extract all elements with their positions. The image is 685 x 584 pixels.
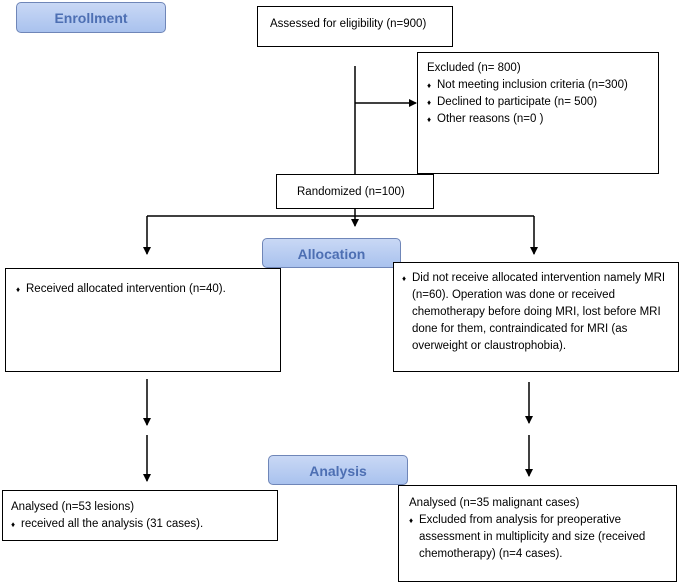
stage-analysis: Analysis [268,455,408,485]
analysed-left-item: received all the analysis (31 cases). [21,518,204,530]
analysed-left-box: Analysed (n=53 lesions) ♦ received all t… [2,490,278,541]
randomized-box: Randomized (n=100) [276,174,434,209]
bullet-icon: ♦ [11,520,16,529]
not-received-intervention-text: Did not receive allocated intervention n… [412,272,666,352]
assessed-box: Assessed for eligibility (n=900) [257,6,453,47]
excluded-item: ♦ Other reasons (n=0 ) [427,111,658,128]
analysed-right-item: Excluded from analysis for preoperative … [419,514,646,560]
bullet-icon: ♦ [427,115,432,124]
excluded-title: Excluded (n= 800) [427,62,521,74]
stage-enrollment: Enrollment [16,2,166,33]
randomized-text: Randomized (n=100) [297,186,405,198]
bullet-icon: ♦ [427,98,432,107]
bullet-icon: ♦ [402,274,407,283]
assessed-text: Assessed for eligibility (n=900) [270,18,427,30]
excluded-item: ♦ Declined to participate (n= 500) [427,94,658,111]
analysed-left-title: Analysed (n=53 lesions) [11,501,135,513]
excluded-box: Excluded (n= 800) ♦ Not meeting inclusio… [417,52,659,174]
excluded-item: ♦ Not meeting inclusion criteria (n=300) [427,77,658,94]
analysed-right-box: Analysed (n=35 malignant cases) ♦ Exclud… [398,485,677,582]
received-intervention-text: Received allocated intervention (n=40). [26,283,226,295]
bullet-icon: ♦ [409,516,414,525]
received-intervention-box: ♦ Received allocated intervention (n=40)… [5,268,281,372]
stage-allocation: Allocation [262,238,401,268]
bullet-icon: ♦ [427,81,432,90]
bullet-icon: ♦ [16,285,21,294]
analysed-right-title: Analysed (n=35 malignant cases) [409,497,580,509]
not-received-intervention-box: ♦ Did not receive allocated intervention… [393,262,679,372]
